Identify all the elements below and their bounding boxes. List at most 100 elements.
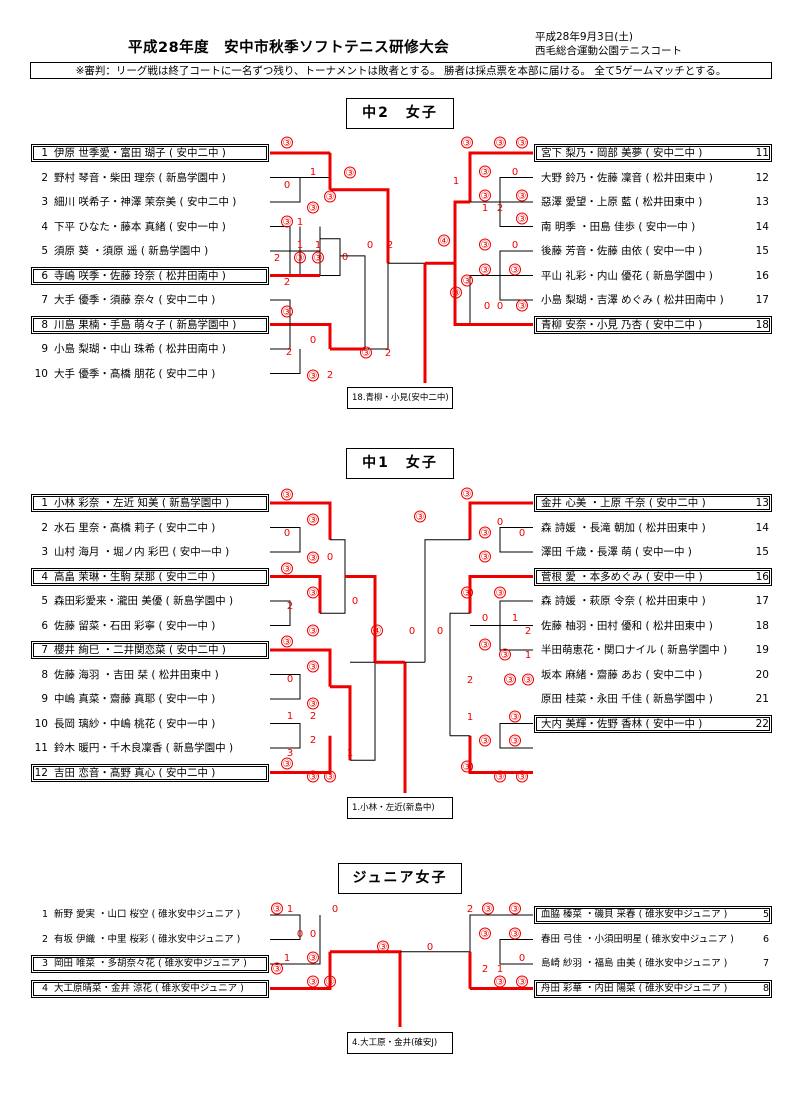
player-names: 細川 咲希子・神澤 茉奈美 ( 安中二中 ) xyxy=(54,196,237,208)
bracket-line xyxy=(270,299,291,350)
svg-text:③: ③ xyxy=(309,626,318,637)
score: 0 xyxy=(342,252,348,263)
score: 0 xyxy=(482,613,488,624)
circled-score: ③ xyxy=(509,902,521,915)
player-names: 佐藤 海羽 ・吉田 栞 ( 松井田東中 ) xyxy=(54,668,219,681)
circled-score: ③ xyxy=(307,660,319,673)
circled-score: ③ xyxy=(482,902,494,915)
player-number: 7 xyxy=(41,644,48,656)
score: 1 xyxy=(287,904,293,915)
svg-text:2: 2 xyxy=(525,626,531,637)
score: 0 xyxy=(484,301,490,312)
svg-text:③: ③ xyxy=(511,736,520,747)
circled-score: ③ xyxy=(494,586,506,599)
player-number: 5 xyxy=(762,909,769,920)
svg-text:③: ③ xyxy=(518,214,527,225)
svg-text:③: ③ xyxy=(452,288,461,299)
svg-text:③: ③ xyxy=(524,675,533,686)
player-number: 3 xyxy=(41,196,48,208)
player-names: 大野 鈴乃・佐藤 凜音 ( 松井田東中 ) xyxy=(541,171,713,184)
svg-text:1: 1 xyxy=(310,167,316,178)
player-number: 9 xyxy=(41,343,48,355)
svg-text:③: ③ xyxy=(283,138,292,149)
svg-text:③: ③ xyxy=(309,662,318,673)
svg-text:2: 2 xyxy=(497,203,503,214)
svg-text:2: 2 xyxy=(310,711,316,722)
player-number: 18 xyxy=(755,619,769,632)
svg-text:2: 2 xyxy=(286,347,292,358)
score: 2 xyxy=(310,735,316,746)
circled-score: ③ xyxy=(324,770,336,783)
circled-score: ③ xyxy=(461,760,473,773)
svg-text:1: 1 xyxy=(347,748,353,759)
circled-score: ③ xyxy=(294,251,306,264)
svg-text:③: ③ xyxy=(309,203,318,214)
player-names: 坂本 麻緒・齋藤 あお ( 安中二中 ) xyxy=(541,668,703,681)
svg-text:0: 0 xyxy=(512,167,518,178)
svg-text:③: ③ xyxy=(309,371,318,382)
svg-text:0: 0 xyxy=(284,180,290,191)
player-names: 春田 弓佳 ・小須田明星 ( 碓氷安中ジュニア ) xyxy=(541,933,734,945)
notice-box: ※審判：リーグ戦は終了コートに一名ずつ残り、トーナメントは敗者とする。 勝者は採… xyxy=(30,62,772,79)
player-names: 川島 果楠・手島 萌々子 ( 新島学園中 ) xyxy=(54,318,237,331)
player-number: 22 xyxy=(755,717,769,730)
player-number: 12 xyxy=(34,766,48,779)
score: 2 xyxy=(310,711,316,722)
svg-text:③: ③ xyxy=(273,964,282,975)
svg-text:③: ③ xyxy=(463,138,472,149)
svg-text:2: 2 xyxy=(284,277,290,288)
svg-text:1: 1 xyxy=(315,240,321,251)
score: 0 xyxy=(332,904,338,915)
winning-path-line xyxy=(330,188,390,264)
winning-path-line xyxy=(270,501,332,540)
svg-text:2: 2 xyxy=(482,964,488,975)
score: 1 xyxy=(297,217,303,228)
circled-score: ③ xyxy=(414,510,426,523)
player-names: 舟田 彩華 ・内田 陽菜 ( 碓氷安中ジュニア ) xyxy=(541,982,728,994)
player-names: 澤田 千歳・長澤 萌 ( 安中一中 ) xyxy=(541,546,692,558)
player-number: 15 xyxy=(755,245,769,257)
circled-score: ③ xyxy=(360,346,372,359)
player-number: 14 xyxy=(755,220,769,233)
player-names: 森 詩媛 ・萩原 令奈 ( 松井田東中 ) xyxy=(541,595,706,607)
player-number: 5 xyxy=(41,595,48,607)
svg-text:③: ③ xyxy=(496,772,505,783)
svg-text:③: ③ xyxy=(481,191,490,202)
player-row: 血脇 榛菜 ・磯貝 采春 ( 碓氷安中ジュニア )5 xyxy=(533,905,773,925)
player-row: 大内 美輝・佐野 香林 ( 安中一中 )22 xyxy=(533,714,773,734)
svg-text:0: 0 xyxy=(437,626,443,637)
player-number: 17 xyxy=(755,595,769,607)
svg-text:③: ③ xyxy=(481,552,490,563)
score: 0 xyxy=(512,240,518,251)
player-number: 13 xyxy=(755,497,769,509)
circled-score: ③ xyxy=(494,770,506,783)
player-names: 中嶋 真菜・齋藤 真耶 ( 安中一中 ) xyxy=(54,693,216,705)
svg-text:3: 3 xyxy=(287,748,293,759)
circled-score: ③ xyxy=(281,215,293,228)
player-number: 16 xyxy=(755,570,769,583)
player-row: 菅根 愛 ・本多めぐみ ( 安中一中 )16 xyxy=(533,567,773,587)
player-names: 惡澤 愛望・上原 藍 ( 松井田東中 ) xyxy=(541,196,703,208)
circled-score: ③ xyxy=(281,562,293,575)
score: 2 xyxy=(525,626,531,637)
bracket-line xyxy=(340,255,366,349)
svg-text:0: 0 xyxy=(297,929,303,940)
svg-text:③: ③ xyxy=(463,588,472,599)
svg-text:1: 1 xyxy=(287,904,293,915)
svg-text:③: ③ xyxy=(326,977,335,988)
svg-text:③: ③ xyxy=(463,762,472,773)
player-row: 舟田 彩華 ・内田 陽菜 ( 碓氷安中ジュニア )8 xyxy=(533,979,773,999)
player-number: 6 xyxy=(41,269,48,282)
player-number: 11 xyxy=(755,147,769,159)
bracket-line xyxy=(320,539,346,614)
svg-text:③: ③ xyxy=(496,138,505,149)
svg-text:③: ③ xyxy=(463,276,472,287)
svg-text:③: ③ xyxy=(518,191,527,202)
circled-score: ③ xyxy=(307,624,319,637)
